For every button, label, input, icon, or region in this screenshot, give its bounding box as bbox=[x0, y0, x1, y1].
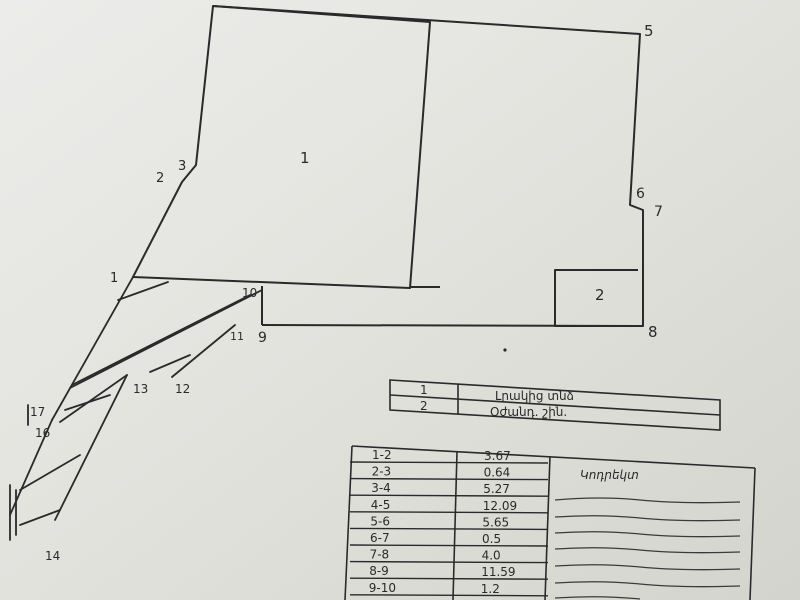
stray-dot bbox=[503, 348, 507, 352]
region-label-2: 2 bbox=[595, 286, 605, 304]
segment-length: 1.2 bbox=[481, 582, 500, 596]
outline-south-wall bbox=[261, 324, 644, 327]
point-label-16: 16 bbox=[35, 426, 50, 440]
hatched-area bbox=[9, 276, 263, 541]
point-label-7: 7 bbox=[654, 204, 663, 220]
segment-length: 0.5 bbox=[482, 532, 501, 546]
segment-length: 3.67 bbox=[484, 449, 511, 463]
segment-length: 4.0 bbox=[482, 549, 501, 563]
scribbled-notes bbox=[554, 497, 741, 600]
strip-edge-far bbox=[9, 419, 53, 516]
lengths-table-rows: 1-2 3.67 2-3 0.64 3-4 5.27 4-5 12.09 5-6 5.65 6-7 0… bbox=[349, 448, 549, 597]
strip-edge-lower bbox=[171, 324, 236, 378]
table-row-divider bbox=[349, 560, 549, 564]
legend-table: 1 Լրակից տնձ 2 Օժանդ. շին. bbox=[389, 379, 721, 431]
point-label-3: 3 bbox=[178, 159, 186, 174]
table-row-divider bbox=[349, 527, 549, 531]
legend-row-desc: Լրակից տնձ bbox=[495, 389, 574, 403]
hatch-line bbox=[149, 354, 191, 373]
point-label-12: 12 bbox=[175, 382, 190, 396]
segment-label: 9-10 bbox=[369, 581, 396, 595]
segment-length: 0.64 bbox=[484, 466, 511, 480]
segment-label: 7-8 bbox=[370, 548, 390, 562]
hatch-line bbox=[71, 294, 251, 386]
strip-edge-left bbox=[54, 374, 128, 521]
segment-label: 2-3 bbox=[372, 465, 392, 479]
point-label-9: 9 bbox=[258, 330, 267, 346]
point-label-1: 1 bbox=[110, 271, 118, 286]
building-plan bbox=[132, 5, 644, 327]
table-row-divider bbox=[349, 461, 549, 464]
point-label-8: 8 bbox=[648, 323, 658, 341]
segment-label: 5-6 bbox=[370, 514, 390, 528]
segment-label: 3-4 bbox=[371, 481, 391, 495]
table-row-divider bbox=[349, 511, 549, 514]
hatch-line bbox=[19, 509, 61, 526]
hatch-line bbox=[19, 454, 81, 491]
strip-edge-inner bbox=[69, 289, 263, 389]
segment-label: 1-2 bbox=[372, 448, 392, 462]
point-label-5: 5 bbox=[644, 22, 654, 40]
strip-edge-outer bbox=[51, 276, 134, 421]
point-label-11: 11 bbox=[230, 330, 244, 343]
segment-label: 6-7 bbox=[370, 531, 390, 545]
point-label-17: 17 bbox=[30, 405, 45, 419]
region-label-1: 1 bbox=[300, 149, 310, 167]
segment-label: 8-9 bbox=[369, 564, 389, 578]
legend-row-number: 2 bbox=[420, 399, 428, 413]
point-label-14: 14 bbox=[45, 549, 60, 563]
segment-length: 5.65 bbox=[482, 515, 509, 529]
table-row-divider bbox=[349, 577, 549, 580]
segment-length: 12.09 bbox=[483, 499, 517, 513]
legend-row-desc: Օժանդ. շին. bbox=[490, 405, 567, 419]
hatch-line bbox=[117, 281, 169, 301]
table-row-divider bbox=[349, 544, 549, 547]
building-outline-east bbox=[212, 5, 644, 327]
table-row-divider bbox=[349, 477, 549, 481]
lengths-table: 1-2 3.67 2-3 0.64 3-4 5.27 4-5 12.09 5-6 5.65 6-7 0… bbox=[344, 445, 756, 600]
segment-length: 11.59 bbox=[481, 565, 515, 579]
point-label-2: 2 bbox=[156, 171, 164, 186]
hatch-line bbox=[64, 394, 111, 411]
table-row-divider bbox=[349, 494, 549, 497]
table-row-divider bbox=[349, 594, 549, 597]
table-header-note: Կոդրեկտ bbox=[580, 468, 639, 482]
point-label-6: 6 bbox=[636, 186, 645, 202]
point-label-10: 10 bbox=[242, 286, 257, 300]
point-label-13: 13 bbox=[133, 382, 148, 396]
legend-row-number: 1 bbox=[420, 383, 428, 397]
outline-lower-connector bbox=[409, 286, 440, 288]
segment-length: 5.27 bbox=[483, 482, 510, 496]
strip-edge-bottom bbox=[59, 374, 128, 423]
segment-label: 4-5 bbox=[371, 498, 391, 512]
